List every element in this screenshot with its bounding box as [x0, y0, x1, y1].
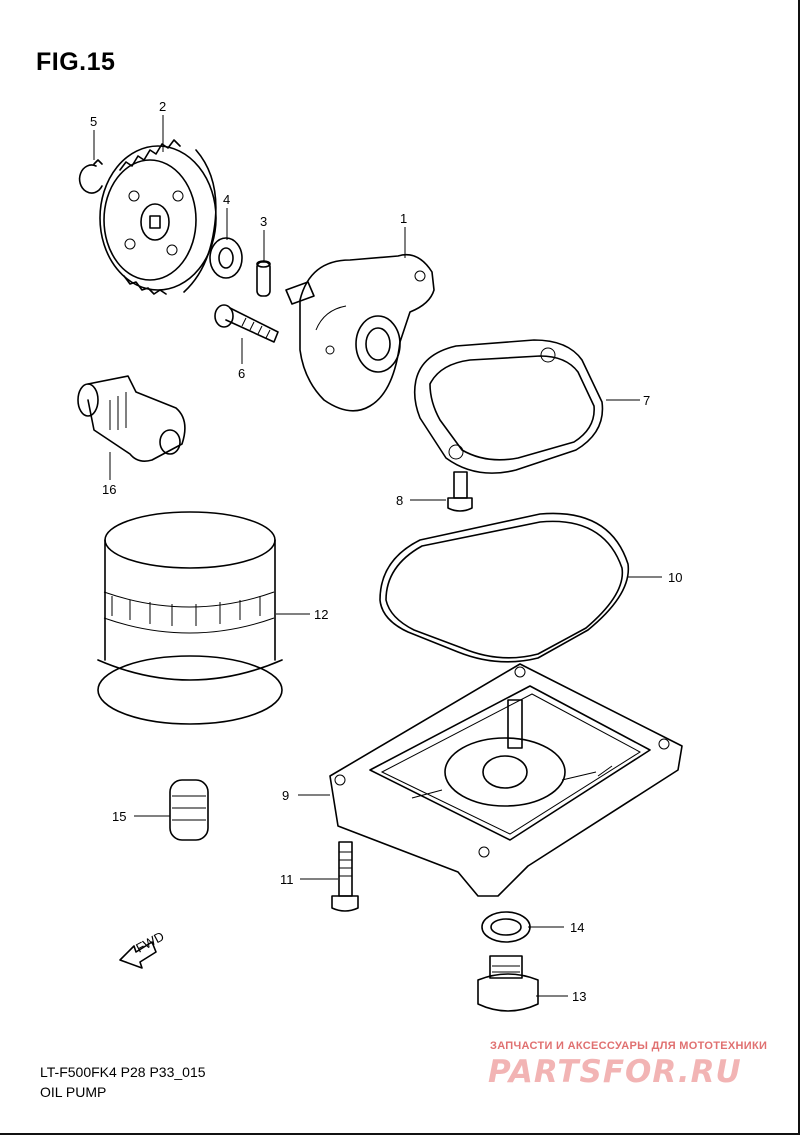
callout-labels: 1 2 3 4 5 6 7 8 9 10 11 12 13 14 15 16 [90, 99, 682, 1004]
fwd-label: FWD [133, 929, 166, 956]
part-dowel [169, 779, 209, 841]
callout-1: 1 [400, 211, 407, 226]
part-oil-pan [329, 663, 683, 897]
part-o-ring [379, 512, 630, 663]
callout-3: 3 [260, 214, 267, 229]
callout-2: 2 [159, 99, 166, 114]
callout-13: 13 [572, 989, 586, 1004]
callout-12: 12 [314, 607, 328, 622]
fwd-arrow-icon: FWD [119, 929, 167, 969]
figure-code: LT-F500FK4 P28 P33_015 [40, 1064, 206, 1080]
callout-11: 11 [280, 872, 294, 887]
part-gasket [481, 911, 531, 943]
callout-15: 15 [112, 809, 126, 824]
figure-name: OIL PUMP [40, 1084, 107, 1100]
callout-16: 16 [102, 482, 116, 497]
callout-10: 10 [668, 570, 682, 585]
watermark-tagline: ЗАПЧАСТИ И АКСЕССУАРЫ ДЛЯ МОТОТЕХНИКИ [490, 1040, 768, 1052]
part-oil-filter [97, 511, 283, 725]
part-drain-plug [477, 955, 539, 1012]
figure-title: FIG.15 [36, 48, 116, 76]
part-strainer [413, 339, 604, 474]
part-bolt-6 [214, 304, 279, 343]
callout-9: 9 [282, 788, 289, 803]
part-oil-pump [285, 253, 435, 412]
callout-4: 4 [223, 192, 230, 207]
callout-6: 6 [238, 366, 245, 381]
callout-7: 7 [643, 393, 650, 408]
part-bolt-11 [331, 841, 359, 912]
part-washer [209, 237, 243, 279]
part-gear [99, 139, 217, 295]
watermark-logo: PARTSFOR.RU [488, 1054, 742, 1090]
callout-5: 5 [90, 114, 97, 129]
part-circlip [78, 159, 103, 194]
part-pin [256, 260, 271, 297]
leader-lines [93, 115, 662, 997]
callout-8: 8 [396, 493, 403, 508]
part-union-bolt [77, 375, 186, 462]
part-bolt-8 [447, 471, 473, 512]
callout-14: 14 [570, 920, 584, 935]
